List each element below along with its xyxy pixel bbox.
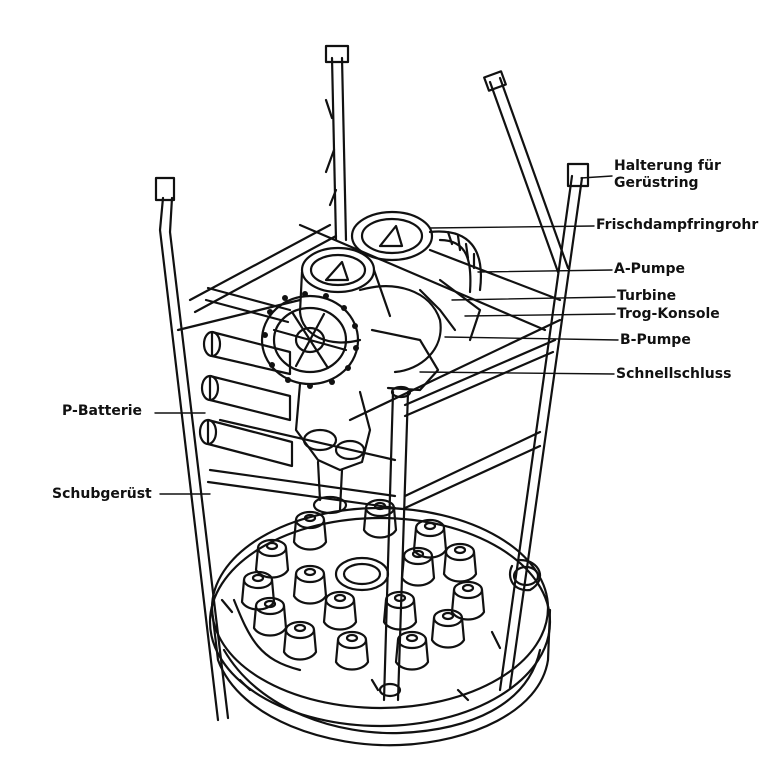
label-p-batterie: P-Batterie bbox=[62, 403, 143, 419]
label-b-pumpe: B-Pumpe bbox=[620, 332, 691, 348]
turbine-housing bbox=[298, 246, 482, 374]
p-battery bbox=[198, 286, 294, 468]
label-halterung-line2: Gerüstring bbox=[614, 175, 699, 191]
thrust-frame bbox=[154, 44, 590, 722]
ring-clamps bbox=[220, 558, 542, 702]
label-halterung-line1: Halterung für bbox=[614, 158, 721, 174]
b-pump-bolts bbox=[262, 291, 359, 389]
steam-ring-pipe bbox=[350, 210, 482, 294]
label-halterung: Halterung für Gerüstring bbox=[614, 158, 721, 192]
label-schnellschluss: Schnellschluss bbox=[616, 366, 732, 382]
label-turbine: Turbine bbox=[617, 288, 677, 304]
label-trog-konsole: Trog-Konsole bbox=[617, 306, 720, 322]
label-schubgeruest: Schubgerüst bbox=[52, 486, 152, 502]
leader-lines bbox=[154, 175, 619, 495]
nozzle-pots bbox=[240, 498, 486, 671]
valve-body bbox=[294, 328, 440, 515]
label-frischdampfringrohr: Frischdampfringrohr bbox=[596, 217, 759, 233]
label-a-pumpe: A-Pumpe bbox=[614, 261, 685, 277]
